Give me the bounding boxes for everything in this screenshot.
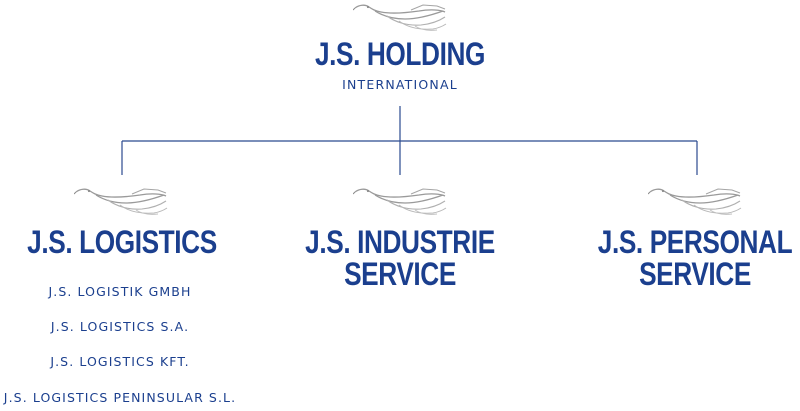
list-item-logistics-sa: J.S. LOGISTICS S.A. (50, 319, 190, 334)
stork-logo-icon (648, 188, 742, 216)
subsidiary-personal-title-line2: SERVICE (639, 256, 751, 292)
stork-logo-icon (353, 188, 447, 216)
subsidiary-personal-title-line1: J.S. PERSONAL (597, 224, 793, 260)
subsidiary-industrie-title-line1: J.S. INDUSTRIE (305, 224, 495, 260)
subsidiary-logistics-title: J.S. LOGISTICS (27, 224, 217, 260)
list-item-logistics-kft: J.S. LOGISTICS KFT. (50, 354, 190, 369)
holding-title: J.S. HOLDING (314, 36, 486, 72)
list-item-logistics-peninsular: J.S. LOGISTICS PENINSULAR S.L. (3, 390, 237, 405)
stork-logo-icon (74, 188, 168, 216)
list-item-logistik-gmbh: J.S. LOGISTIK GMBH (48, 284, 192, 299)
subsidiary-industrie-title-line2: SERVICE (344, 256, 456, 292)
holding-subtitle: INTERNATIONAL (342, 77, 458, 92)
stork-logo-icon (353, 4, 447, 32)
